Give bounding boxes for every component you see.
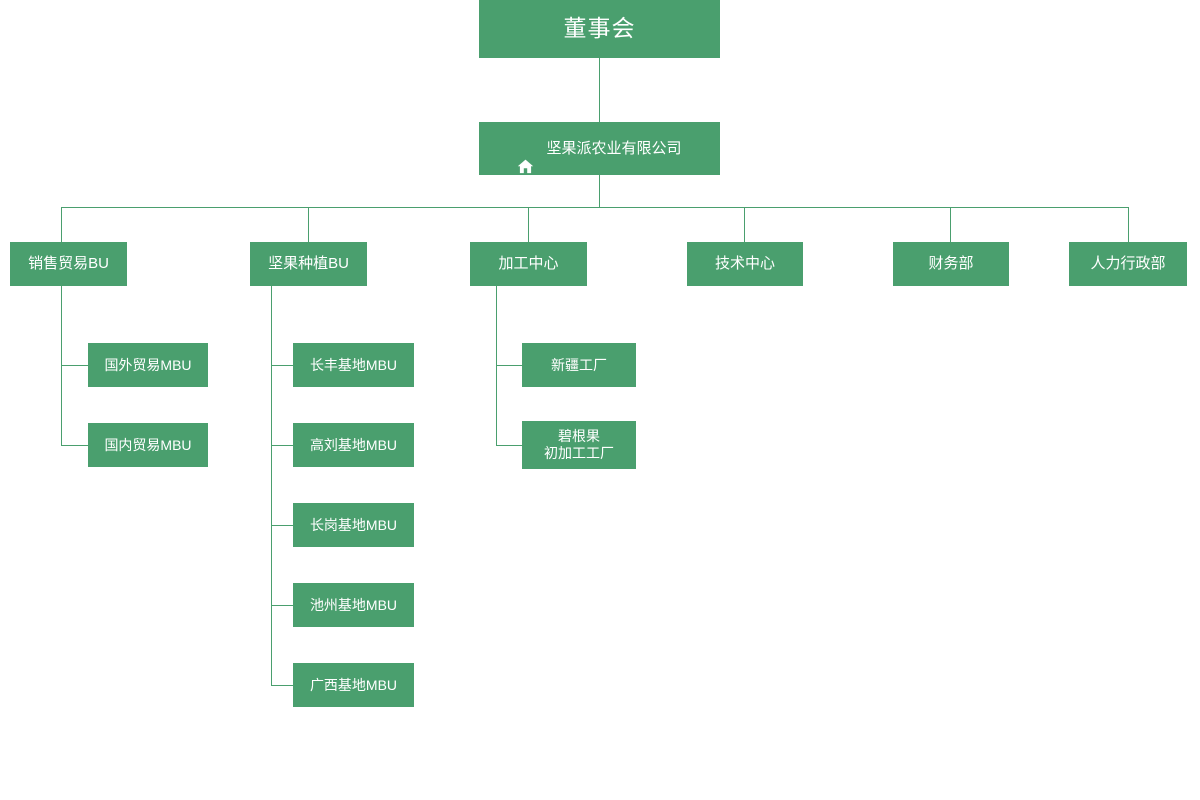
home-icon <box>517 140 534 173</box>
connector-sales-stub-2 <box>61 445 88 446</box>
connector-bus-drop-5 <box>950 207 951 242</box>
connector-processing-stub-1 <box>496 365 522 366</box>
node-sub-domestic-trade-mbu[interactable]: 国内贸易MBU <box>88 423 208 467</box>
connector-planting-stub-2 <box>271 445 293 446</box>
node-label: 加工中心 <box>498 255 559 273</box>
node-unit-processing-center[interactable]: 加工中心 <box>470 242 587 286</box>
node-label: 池州基地MBU <box>309 596 398 613</box>
connector-bus-drop-2 <box>308 207 309 242</box>
node-label: 人力行政部 <box>1090 255 1166 273</box>
node-label: 技术中心 <box>714 255 775 273</box>
connector-bus-drop-3 <box>528 207 529 242</box>
node-label: 董事会 <box>563 15 636 42</box>
node-label: 长岗基地MBU <box>309 516 398 533</box>
connector-company-to-bus <box>599 175 600 207</box>
node-unit-hr-admin-department[interactable]: 人力行政部 <box>1069 242 1187 286</box>
node-unit-finance-department[interactable]: 财务部 <box>893 242 1009 286</box>
node-company[interactable]: 坚果派农业有限公司 <box>479 122 720 175</box>
connector-planting-stub-3 <box>271 525 293 526</box>
node-label: 广西基地MBU <box>309 676 398 693</box>
node-unit-technology-center[interactable]: 技术中心 <box>687 242 803 286</box>
node-label: 长丰基地MBU <box>309 356 398 373</box>
connector-bus-level2 <box>61 207 1129 208</box>
node-label: 新疆工厂 <box>551 356 607 373</box>
node-sub-changfeng-base-mbu[interactable]: 长丰基地MBU <box>293 343 414 387</box>
connector-bus-drop-6 <box>1128 207 1129 242</box>
node-board-of-directors[interactable]: 董事会 <box>479 0 720 58</box>
node-sub-overseas-trade-mbu[interactable]: 国外贸易MBU <box>88 343 208 387</box>
node-sub-changgang-base-mbu[interactable]: 长岗基地MBU <box>293 503 414 547</box>
node-sub-chizhou-base-mbu[interactable]: 池州基地MBU <box>293 583 414 627</box>
node-sub-guangxi-base-mbu[interactable]: 广西基地MBU <box>293 663 414 707</box>
node-label: 国内贸易MBU <box>104 436 192 453</box>
connector-planting-stub-1 <box>271 365 293 366</box>
node-unit-sales-trade-bu[interactable]: 销售贸易BU <box>10 242 127 286</box>
node-label: 销售贸易BU <box>28 255 109 273</box>
connector-root-to-company <box>599 58 600 122</box>
node-label: 高刘基地MBU <box>309 436 398 453</box>
connector-bus-drop-4 <box>744 207 745 242</box>
node-sub-xinjiang-factory[interactable]: 新疆工厂 <box>522 343 636 387</box>
connector-planting-stub-4 <box>271 605 293 606</box>
connector-processing-stub-2 <box>496 445 522 446</box>
node-label: 国外贸易MBU <box>104 356 192 373</box>
connector-sales-stub-1 <box>61 365 88 366</box>
node-label: 坚果派农业有限公司 <box>546 139 682 157</box>
node-label: 坚果种植BU <box>268 255 349 273</box>
node-label: 财务部 <box>928 255 974 273</box>
node-label: 碧根果 初加工工厂 <box>544 428 614 461</box>
node-unit-nut-planting-bu[interactable]: 坚果种植BU <box>250 242 367 286</box>
connector-planting-spine <box>271 286 272 685</box>
connector-planting-stub-5 <box>271 685 293 686</box>
connector-bus-drop-1 <box>61 207 62 242</box>
node-sub-gaoliu-base-mbu[interactable]: 高刘基地MBU <box>293 423 414 467</box>
node-sub-pecan-primary-processing-factory[interactable]: 碧根果 初加工工厂 <box>522 421 636 469</box>
